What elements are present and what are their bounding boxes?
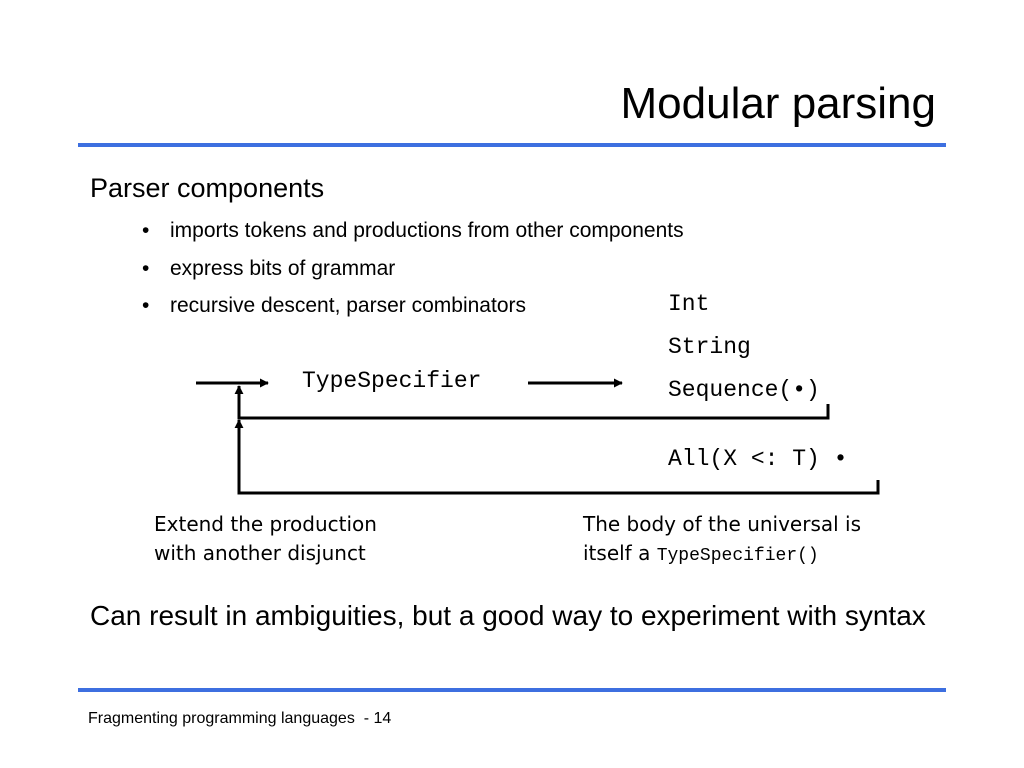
footer-divider (78, 688, 946, 692)
footer-text: Fragmenting programming languages - 14 (88, 710, 392, 727)
bullet-glyph: • (142, 294, 150, 317)
bullet-text: express bits of grammar (170, 257, 396, 280)
caption-line: The body of the universal is (583, 512, 862, 536)
caption-line: with another disjunct (154, 541, 366, 565)
title-divider (78, 143, 946, 147)
bullet-glyph: • (142, 257, 150, 280)
caption-line: itself a TypeSpecifier() (583, 539, 861, 571)
universal-loop-line (237, 428, 880, 495)
slide-title: Modular parsing (620, 79, 937, 128)
alternative-int: Int (668, 291, 710, 317)
heading-parser-components: Parser components (90, 173, 325, 203)
conclusion-text: Can result in ambiguities, but a good wa… (90, 600, 926, 631)
caption-universal-body: The body of the universal is itself a Ty… (583, 510, 861, 571)
bullet-item: • recursive descent, parser combinators (142, 292, 526, 320)
bullet-glyph: • (142, 219, 150, 242)
alternative-universal: All(X <: T) • (668, 446, 848, 472)
bullet-item: • express bits of grammar (142, 255, 395, 283)
caption-extend-production: Extend the production with another disju… (154, 510, 377, 568)
caption-line: Extend the production (154, 512, 377, 536)
alternative-sequence: Sequence(•) (668, 377, 820, 403)
sequence-loop-line (237, 388, 830, 420)
bullet-text: imports tokens and productions from othe… (170, 219, 684, 242)
caption-prefix: itself a (583, 541, 657, 565)
bullet-text: recursive descent, parser combinators (170, 294, 526, 317)
bullet-item: • imports tokens and productions from oth… (142, 217, 684, 245)
nonterminal-type-specifier: TypeSpecifier (302, 368, 482, 394)
caption-code: TypeSpecifier() (656, 546, 819, 566)
alternative-string: String (668, 334, 751, 360)
